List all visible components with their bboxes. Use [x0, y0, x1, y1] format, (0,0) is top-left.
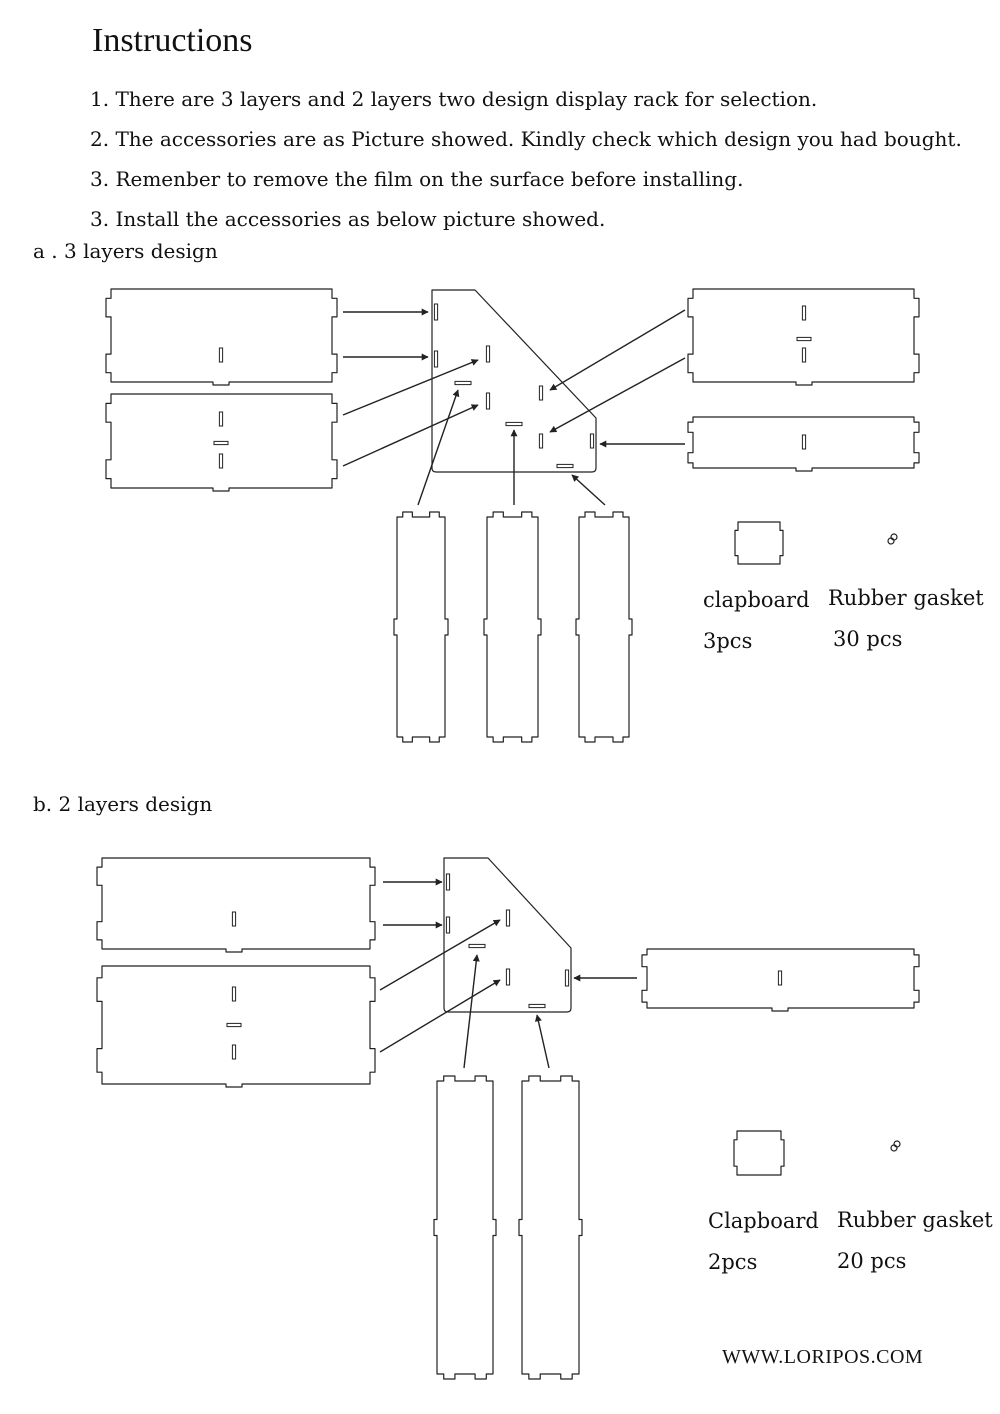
- shelf-slot: [801, 434, 807, 450]
- panel-slot: [505, 968, 511, 986]
- arrow-a: [549, 309, 686, 391]
- panel-slot: [485, 392, 491, 410]
- page-title: Instructions: [92, 22, 253, 59]
- section-a-label: a . 3 layers design: [33, 239, 218, 263]
- clapboard-qty-a: 3pcs: [703, 629, 753, 653]
- panel-slot: [505, 909, 511, 927]
- arrow-a: [549, 357, 686, 433]
- arrow-a: [342, 359, 479, 416]
- divider-b-2: [518, 1075, 583, 1380]
- clapboard-qty-b: 2pcs: [708, 1250, 758, 1274]
- panel-slot: [433, 350, 439, 368]
- website-url: WWW.LORIPOS.COM: [722, 1346, 924, 1368]
- panel-slot: [468, 943, 486, 949]
- shelf-a-left-bottom: [105, 393, 338, 492]
- arrow-b: [379, 919, 501, 991]
- panel-slot: [538, 433, 544, 449]
- panel-slot: [528, 1003, 546, 1009]
- shelf-slot: [213, 440, 229, 446]
- panel-slot: [538, 385, 544, 401]
- shelf-slot: [218, 347, 224, 363]
- divider-a-1: [393, 511, 449, 743]
- shelf-slot: [801, 305, 807, 321]
- shelf-slot: [226, 1022, 242, 1028]
- panel-slot: [505, 421, 523, 427]
- panel-slot: [564, 969, 570, 987]
- side-panel-b: [443, 857, 572, 1013]
- panel-slot: [445, 916, 451, 934]
- arrow-b: [534, 1014, 550, 1069]
- gasket-qty-a: 30 pcs: [833, 627, 903, 651]
- step-1: 1. There are 3 layers and 2 layers two d…: [90, 87, 818, 111]
- divider-b-1: [433, 1075, 497, 1380]
- shelf-slot: [777, 970, 783, 986]
- arrow-a: [571, 474, 606, 506]
- arrow-b: [379, 979, 501, 1053]
- shelf-slot: [231, 1044, 237, 1060]
- shelf-a-right-bottom: [687, 416, 920, 472]
- step-4: 3. Install the accessories as below pict…: [90, 207, 606, 231]
- shelf-a-right-top: [687, 288, 920, 386]
- step-3: 3. Remenber to remove the film on the su…: [90, 167, 744, 191]
- gasket-qty-b: 20 pcs: [837, 1249, 907, 1273]
- shelf-slot: [218, 453, 224, 469]
- rubber-gasket-icon-b: [890, 1140, 901, 1152]
- divider-a-3: [575, 511, 633, 743]
- clapboard-icon-b: [733, 1130, 785, 1176]
- shelf-slot: [801, 347, 807, 363]
- panel-slot: [485, 345, 491, 363]
- arrow-a: [342, 404, 479, 467]
- panel-slot: [454, 380, 472, 386]
- clapboard-label-b: Clapboard: [708, 1209, 819, 1233]
- panel-slot: [445, 873, 451, 891]
- gasket-label-a: Rubber gasket: [828, 586, 984, 610]
- gasket-label-b: Rubber gasket: [837, 1208, 993, 1232]
- shelf-slot: [218, 411, 224, 427]
- panel-slot: [589, 433, 595, 449]
- divider-a-2: [483, 511, 542, 743]
- shelf-slot: [796, 336, 812, 342]
- side-panel-a: [431, 289, 597, 473]
- panel-slot: [433, 303, 439, 321]
- section-b-label: b. 2 layers design: [33, 792, 213, 816]
- panel-slot: [556, 463, 574, 469]
- clapboard-label-a: clapboard: [703, 588, 810, 612]
- shelf-a-left-top: [105, 288, 338, 386]
- shelf-b-left-top: [96, 857, 376, 953]
- clapboard-icon-a: [734, 521, 784, 565]
- shelf-b-left-bottom: [96, 965, 376, 1088]
- arrow-b: [463, 954, 480, 1069]
- shelf-slot: [231, 911, 237, 927]
- arrow-a: [417, 389, 460, 506]
- shelf-slot: [231, 986, 237, 1002]
- step-2: 2. The accessories are as Picture showed…: [90, 127, 962, 151]
- rubber-gasket-icon-a: [887, 533, 898, 545]
- shelf-b-right: [641, 948, 920, 1012]
